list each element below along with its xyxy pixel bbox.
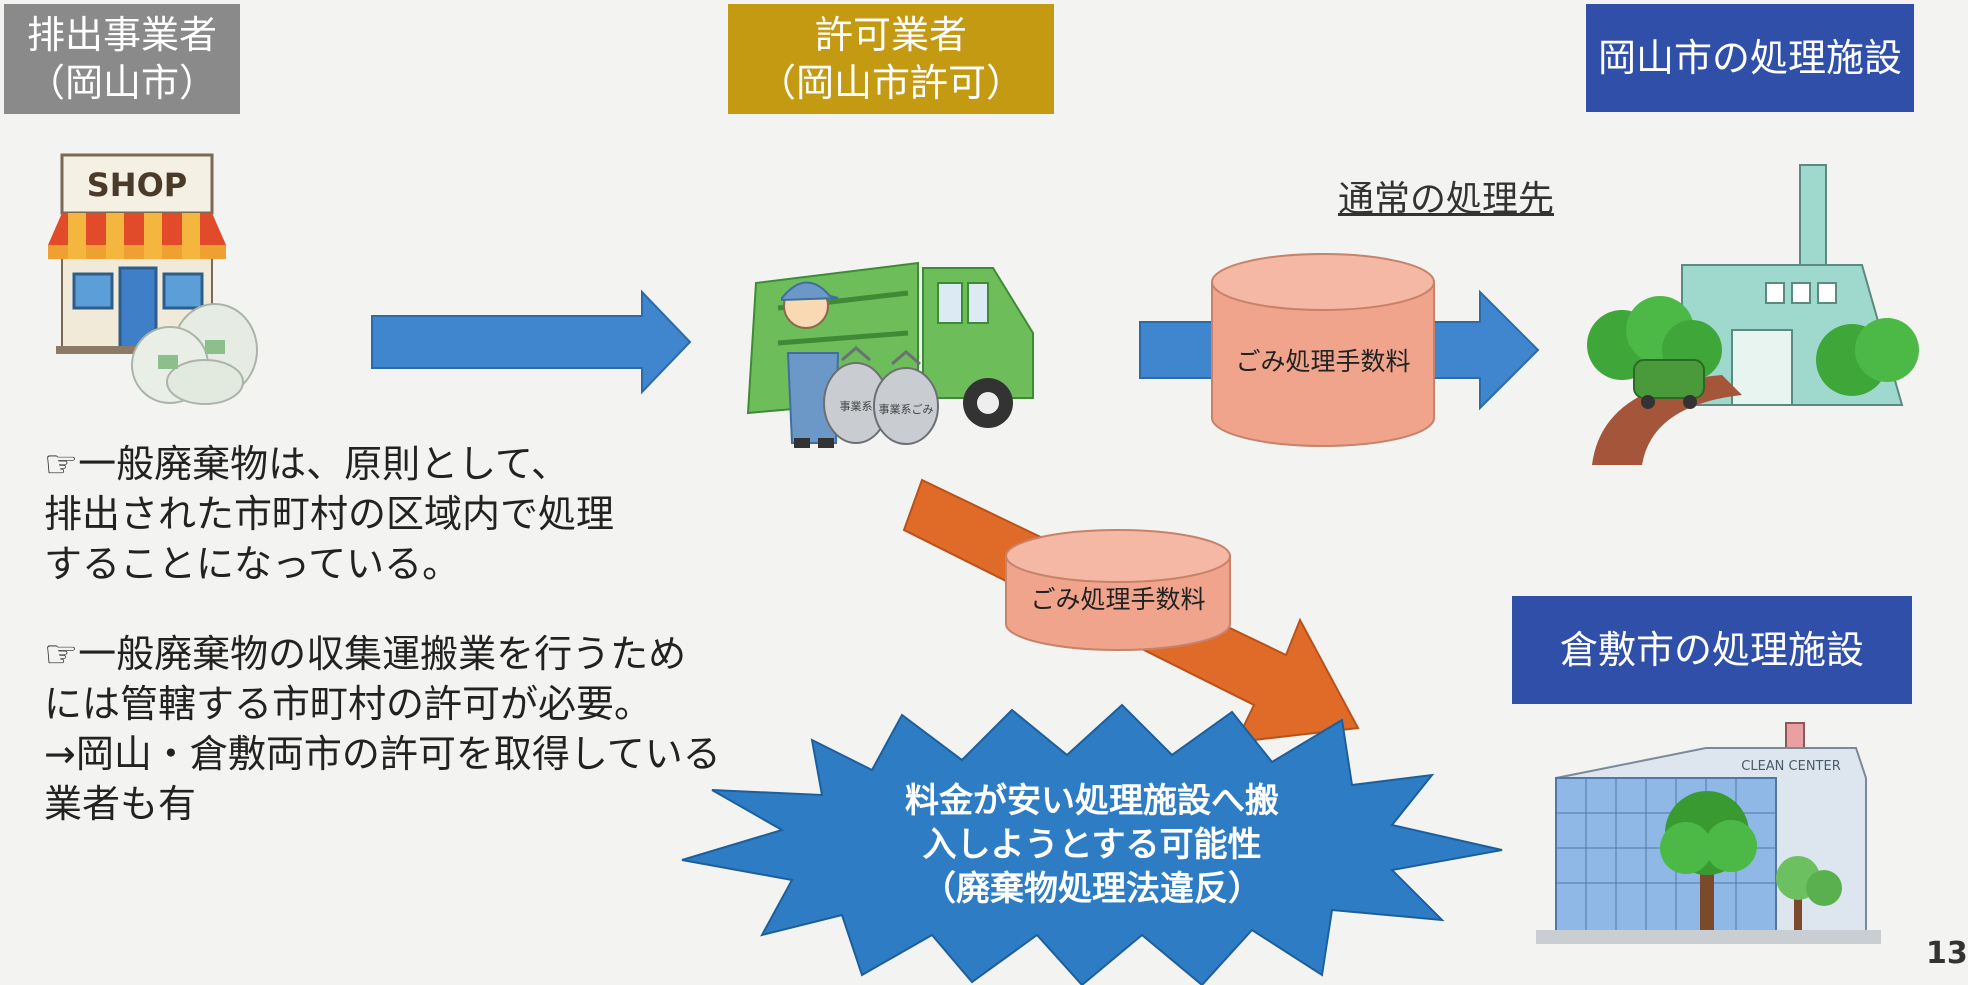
bag-label-2: 事業系ごみ [879, 402, 934, 416]
shop-sign-text: SHOP [87, 166, 187, 204]
normal-route-label: 通常の処理先 [1338, 179, 1555, 220]
bag-label-1: 事業系 [840, 400, 873, 413]
garbage-truck-illustration: 事業系 事業系ごみ [746, 261, 1034, 448]
licensee-header: 許可業者 （岡山市許可） [728, 4, 1054, 114]
emitter-header-line2: （岡山市） [26, 61, 217, 105]
shop-illustration: SHOP [48, 153, 258, 405]
licensee-header-line1: 許可業者 [814, 13, 967, 57]
kurashiki-facility-label: 倉敷市の処理施設 [1559, 628, 1864, 672]
fee-cylinder-kurashiki: ごみ処理手数料 [1005, 529, 1231, 651]
awning [48, 213, 226, 259]
note-2-line-3: →岡山・倉敷両市の許可を取得している [44, 732, 721, 776]
fee-cylinder-okayama: ごみ処理手数料 [1211, 253, 1435, 447]
note-1-line-2: 排出された市町村の区域内で処理 [44, 492, 615, 536]
clean-center-sign: CLEAN CENTER [1741, 759, 1841, 774]
kurashiki-facility-header: 倉敷市の処理施設 [1512, 596, 1912, 704]
emitter-header-line1: 排出事業者 [26, 13, 217, 57]
note-2-line-2: には管轄する市町村の許可が必要。 [44, 682, 653, 726]
warning-line-2: 入しようとする可能性 [923, 825, 1262, 865]
waste-bags: 事業系 事業系ごみ [823, 346, 939, 445]
shrubs [1587, 296, 1919, 396]
okayama-facility-header: 岡山市の処理施設 [1586, 4, 1914, 112]
okayama-facility-illustration [1587, 164, 1919, 465]
trees [1660, 791, 1842, 933]
garbage-bags [131, 303, 258, 405]
kurashiki-facility-illustration: CLEAN CENTER [1536, 722, 1881, 944]
fee-cylinder-kurashiki-label: ごみ処理手数料 [1030, 585, 1205, 614]
note-1-line-3: することになっている。 [44, 542, 461, 586]
fee-cylinder-okayama-label: ごみ処理手数料 [1235, 347, 1410, 376]
okayama-facility-label: 岡山市の処理施設 [1597, 36, 1902, 80]
warning-line-3: （廃棄物処理法違反） [922, 869, 1262, 909]
small-truck [1633, 359, 1705, 409]
worker [781, 281, 840, 448]
emitter-header: 排出事業者 （岡山市） [4, 4, 240, 114]
licensee-header-line2: （岡山市許可） [757, 61, 1024, 105]
flow-arrow-emitter-to-licensee [371, 289, 692, 395]
page-number: 13 [1926, 936, 1968, 971]
note-1-line-1: ☞一般廃棄物は、原則として、 [44, 442, 570, 486]
note-2-line-1: ☞一般廃棄物の収集運搬業を行うため [44, 632, 687, 676]
warning-burst: 料金が安い処理施設へ搬 入しようとする可能性 （廃棄物処理法違反） [681, 703, 1503, 985]
note-2-line-4: 業者も有 [44, 782, 197, 826]
warning-line-1: 料金が安い処理施設へ搬 [905, 781, 1279, 821]
